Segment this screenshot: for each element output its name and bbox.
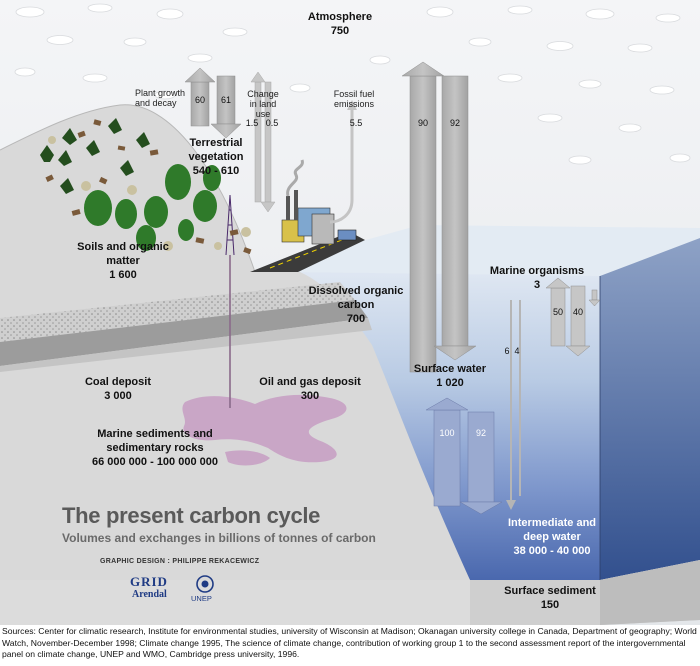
marine-value-a: 50 — [552, 307, 563, 317]
surface-water-name: Surface water — [413, 363, 487, 375]
oil-gas-name: Oil and gas deposit — [259, 376, 361, 388]
marine-arrows — [545, 277, 601, 357]
sediments-value: 66 000 000 - 100 000 000 — [91, 456, 218, 468]
plant-growth-down-value: 61 — [220, 95, 231, 105]
arendal-logo-text: Arendal — [132, 589, 167, 600]
terrestrial-value: 540 - 610 — [192, 165, 240, 177]
oil-gas-label: Oil and gas deposit 300 — [250, 375, 370, 403]
coal-value: 3 000 — [104, 390, 132, 402]
deep-water-name: Intermediate and deep water — [507, 517, 597, 543]
vertical-value-a: 6 — [504, 346, 510, 356]
land-use-value-a: 1.5 — [245, 118, 259, 128]
plant-growth-arrows — [184, 67, 242, 139]
soils-value: 1 600 — [109, 269, 137, 281]
road — [250, 232, 365, 272]
surface-sediment-label: Surface sediment 150 — [495, 584, 605, 612]
surface-sediment-name: Surface sediment — [504, 585, 596, 597]
unep-logo-emblem — [196, 575, 214, 593]
fossil-fuel-label: Fossil fuel emissions — [333, 89, 375, 109]
unep-logo-text: UNEP — [191, 594, 212, 603]
soils-label: Soils and organic matter 1 600 — [75, 240, 171, 282]
land-use-arrows — [250, 71, 276, 213]
marine-organisms-label: Marine organisms 3 — [482, 264, 592, 292]
diagram-subtitle: Volumes and exchanges in billions of ton… — [62, 531, 376, 545]
deep-water-label: Intermediate and deep water 38 000 - 40 … — [500, 516, 604, 558]
land-use-label: Change in land use — [247, 89, 279, 119]
vertical-value-b: 4 — [514, 346, 520, 356]
ocean-side — [600, 238, 700, 580]
ocean-atmosphere-arrows — [401, 61, 477, 373]
vertical-lines — [510, 300, 521, 506]
grid-logo-text: GRID — [130, 574, 168, 589]
sources-text: Sources: Center for climatic research, I… — [2, 626, 697, 659]
marine-value-b: 40 — [572, 307, 583, 317]
diagram-title: The present carbon cycle — [62, 503, 321, 528]
coal-strata — [0, 282, 355, 342]
deep-exchange-up-value: 100 — [439, 428, 455, 438]
deep-exchange-arrows — [425, 397, 503, 515]
oil-gas-value: 300 — [300, 390, 320, 402]
surface-water-value: 1 020 — [436, 377, 464, 389]
terrestrial-name: Terrestrial vegetation — [188, 137, 244, 163]
clouds — [14, 3, 691, 165]
dissolved-name: Dissolved organic carbon — [308, 285, 404, 311]
plant-growth-label: Plant growth and decay — [135, 88, 186, 108]
dissolved-value: 700 — [346, 313, 366, 325]
graphic-credit: GRAPHIC DESIGN : PHILIPPE REKACEWICZ — [100, 558, 260, 565]
marine-organisms-value: 3 — [533, 279, 541, 291]
sedimentary-rocks — [182, 394, 347, 466]
plant-growth-up-value: 60 — [194, 95, 205, 105]
atmosphere-value: 750 — [330, 25, 350, 37]
fossil-fuel-value: 5.5 — [349, 118, 363, 128]
oil-derrick — [225, 194, 235, 256]
dissolved-label: Dissolved organic carbon 700 — [306, 284, 406, 326]
atmosphere-label: Atmosphere 750 — [300, 10, 380, 38]
coal-label: Coal deposit 3 000 — [68, 375, 168, 403]
ocean-surface — [250, 225, 700, 276]
soils-name: Soils and organic matter — [77, 241, 169, 267]
coal-name: Coal deposit — [84, 376, 151, 388]
terrestrial-label: Terrestrial vegetation 540 - 610 — [168, 136, 264, 178]
surface-sediment-value: 150 — [540, 599, 560, 611]
forest — [40, 118, 252, 255]
land-use-value-b: 0.5 — [265, 118, 279, 128]
ocean-atmosphere-down-value: 92 — [449, 118, 460, 128]
deep-exchange-down-value: 92 — [475, 428, 486, 438]
ocean-atmosphere-up-value: 90 — [417, 118, 428, 128]
surface-water-label: Surface water 1 020 — [405, 362, 495, 390]
atmosphere-name: Atmosphere — [307, 11, 373, 23]
marine-organisms-name: Marine organisms — [489, 265, 585, 277]
sediments-name: Marine sediments and sedimentary rocks — [97, 428, 213, 454]
deep-water-value: 38 000 - 40 000 — [513, 545, 591, 557]
factory — [281, 159, 357, 245]
sediments-label: Marine sediments and sedimentary rocks 6… — [80, 427, 230, 469]
